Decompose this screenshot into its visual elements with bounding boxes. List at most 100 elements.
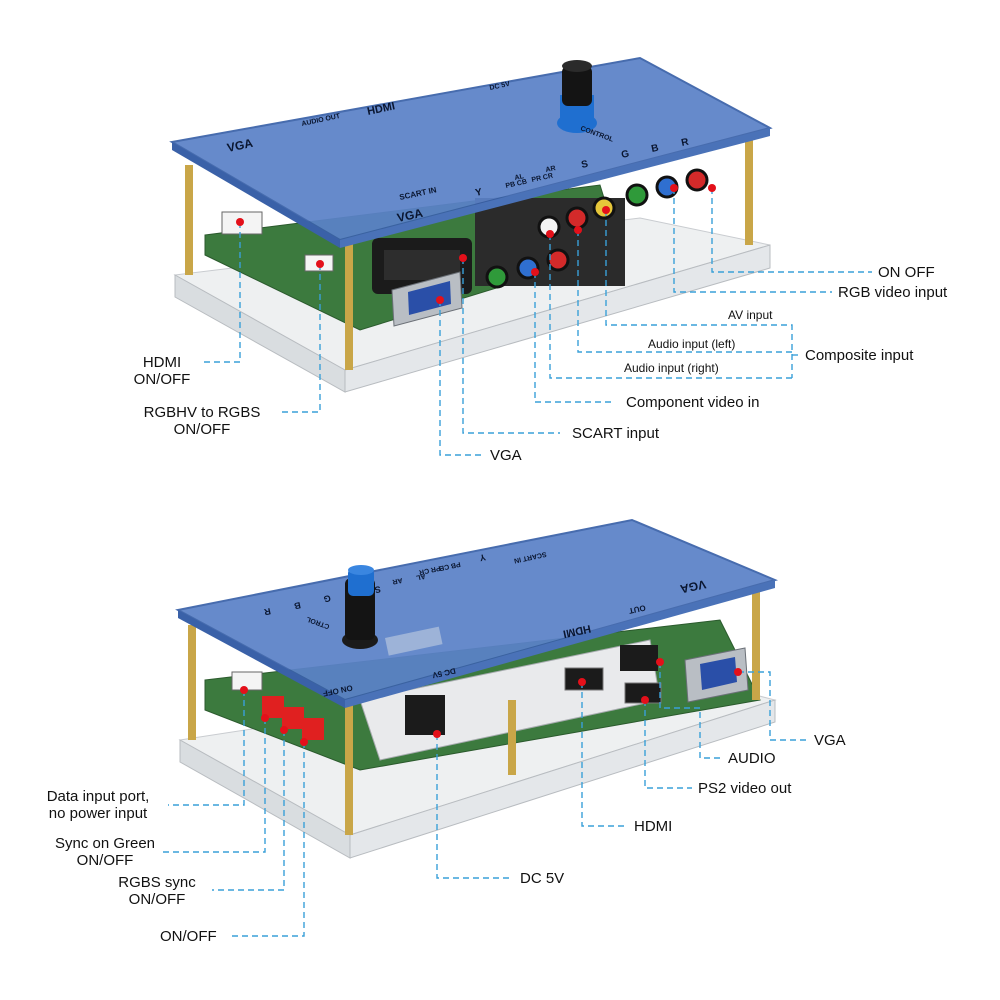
dot-b-dc5v bbox=[433, 730, 441, 738]
callout-b-sog-line2: ON/OFF bbox=[76, 852, 134, 869]
bottom-marker-dots bbox=[240, 658, 742, 746]
leader-b-dc5v bbox=[436, 734, 512, 879]
bottom-knob-blue bbox=[348, 568, 374, 596]
callout-b-data-line2: no power input bbox=[48, 805, 148, 822]
leader-audio-right bbox=[549, 234, 792, 379]
callout-on-off: ON OFF bbox=[878, 264, 935, 281]
bottom-silk-al: AL bbox=[415, 572, 426, 581]
callout-audio-right: Audio input (right) bbox=[624, 361, 719, 375]
dot-audio-left bbox=[574, 226, 582, 234]
callout-rgbhv-to-rgbs: RGBHV to RGBS ON/OFF bbox=[128, 404, 276, 438]
callout-b-hdmi: HDMI bbox=[634, 818, 673, 835]
top-silk-dc5v: DC 5V bbox=[489, 81, 511, 92]
bottom-red-switch-2 bbox=[282, 707, 304, 729]
bottom-knob-top bbox=[348, 565, 374, 575]
dot-hdmi-switch bbox=[236, 218, 244, 226]
dot-av bbox=[602, 206, 610, 214]
bottom-silk-ar: AR bbox=[392, 576, 403, 585]
top-knob-cap bbox=[562, 66, 592, 106]
top-post-1 bbox=[185, 165, 193, 275]
top-rca-pr bbox=[546, 248, 570, 272]
bottom-post-1 bbox=[188, 625, 196, 740]
bottom-silk-b: B bbox=[293, 600, 302, 611]
top-silk-vga-front: VGA bbox=[396, 206, 425, 225]
callout-b-rgbs-sync: RGBS sync ON/OFF bbox=[104, 874, 210, 908]
bottom-panel-window bbox=[385, 626, 443, 656]
dot-b-data bbox=[240, 686, 248, 694]
top-acrylic-edge bbox=[172, 142, 340, 248]
bottom-silk-vga: VGA bbox=[679, 577, 708, 596]
top-rca-r bbox=[685, 168, 709, 192]
bottom-base-plate-front bbox=[349, 699, 776, 859]
dot-audio-right bbox=[546, 230, 554, 238]
leader-hdmi-switch bbox=[202, 222, 241, 363]
leader-b-hdmi bbox=[581, 682, 628, 827]
top-silk-g: G bbox=[620, 149, 630, 161]
top-silk-r: R bbox=[680, 137, 690, 149]
bottom-acrylic-edge-front bbox=[345, 580, 775, 708]
callout-av-input: AV input bbox=[728, 308, 773, 322]
callout-b-audio: AUDIO bbox=[728, 750, 776, 767]
bottom-usb-port bbox=[231, 671, 263, 691]
top-silk-ar: AR bbox=[545, 165, 556, 174]
callout-component-video-in: Component video in bbox=[626, 394, 760, 411]
dot-rgb bbox=[670, 184, 678, 192]
bottom-dc-jack bbox=[405, 695, 445, 735]
top-post-2 bbox=[345, 240, 353, 370]
callout-audio-left: Audio input (left) bbox=[648, 337, 736, 351]
callout-b-rgbs-line2: ON/OFF bbox=[128, 891, 186, 908]
bottom-silk-pb: PB CB bbox=[438, 560, 461, 571]
dot-vga bbox=[436, 296, 444, 304]
dot-scart bbox=[459, 254, 467, 262]
top-silk-al: AL bbox=[514, 173, 525, 182]
bottom-silk-pr: PR CR bbox=[418, 564, 441, 575]
top-rca-ar bbox=[565, 206, 589, 230]
dot-b-hdmi bbox=[578, 678, 586, 686]
bottom-leader-lines bbox=[162, 662, 808, 937]
leader-rgbhv bbox=[280, 264, 321, 413]
leader-b-data bbox=[168, 690, 245, 806]
callout-b-vga: VGA bbox=[814, 732, 846, 749]
callout-rgbhv-line1: RGBHV to RGBS bbox=[143, 404, 261, 421]
bottom-silk-hdmi: HDMI bbox=[562, 622, 592, 640]
bottom-audio-port bbox=[620, 645, 658, 671]
top-silk-y: Y bbox=[474, 187, 483, 199]
top-silk-pr: PR CR bbox=[531, 173, 554, 184]
callout-composite-input: Composite input bbox=[805, 347, 914, 364]
dot-b-sog bbox=[261, 714, 269, 722]
leader-b-sog bbox=[162, 718, 266, 853]
leader-b-audio bbox=[659, 662, 722, 759]
dot-rgbhv bbox=[316, 260, 324, 268]
top-silk-vga: VGA bbox=[226, 136, 255, 155]
top-silk-s: S bbox=[580, 159, 589, 171]
callout-hdmi-on-off: HDMI ON/OFF bbox=[122, 354, 202, 388]
dot-component bbox=[531, 268, 539, 276]
callout-vga-top: VGA bbox=[490, 447, 522, 464]
dot-b-audio bbox=[656, 658, 664, 666]
top-device: VGA AUDIO OUT HDMI DC 5V CONTROL SCART I… bbox=[169, 56, 773, 393]
top-post-3 bbox=[745, 135, 753, 245]
callout-rgbhv-line2: ON/OFF bbox=[173, 421, 231, 438]
bottom-post-4 bbox=[508, 700, 516, 775]
top-rca-y bbox=[485, 265, 509, 289]
leader-vga bbox=[439, 300, 482, 456]
callout-b-data-port: Data input port, no power input bbox=[30, 788, 166, 822]
dot-b-onoff bbox=[300, 738, 308, 746]
bottom-red-switch-3 bbox=[302, 718, 324, 740]
leader-b-vga bbox=[738, 671, 808, 741]
callout-b-ps2-video-out: PS2 video out bbox=[698, 780, 792, 797]
bottom-device: VGA OUT HDMI DC 5V ON OFF CTROL SCART IN… bbox=[175, 518, 779, 859]
callout-b-dc5v: DC 5V bbox=[520, 870, 565, 887]
leader-on-off bbox=[711, 188, 872, 273]
dot-b-vga bbox=[734, 668, 742, 676]
bottom-vga-socket bbox=[700, 657, 737, 690]
bottom-silk-out: OUT bbox=[628, 603, 646, 615]
leader-rgb-input bbox=[673, 188, 832, 293]
top-silk-pb: PB CB bbox=[505, 179, 528, 190]
leader-component bbox=[534, 272, 612, 403]
dot-b-ps2 bbox=[641, 696, 649, 704]
callout-b-on-off: ON/OFF bbox=[160, 928, 217, 945]
bottom-silk-r: R bbox=[263, 606, 272, 617]
callout-b-sog-line1: Sync on Green bbox=[54, 835, 156, 852]
